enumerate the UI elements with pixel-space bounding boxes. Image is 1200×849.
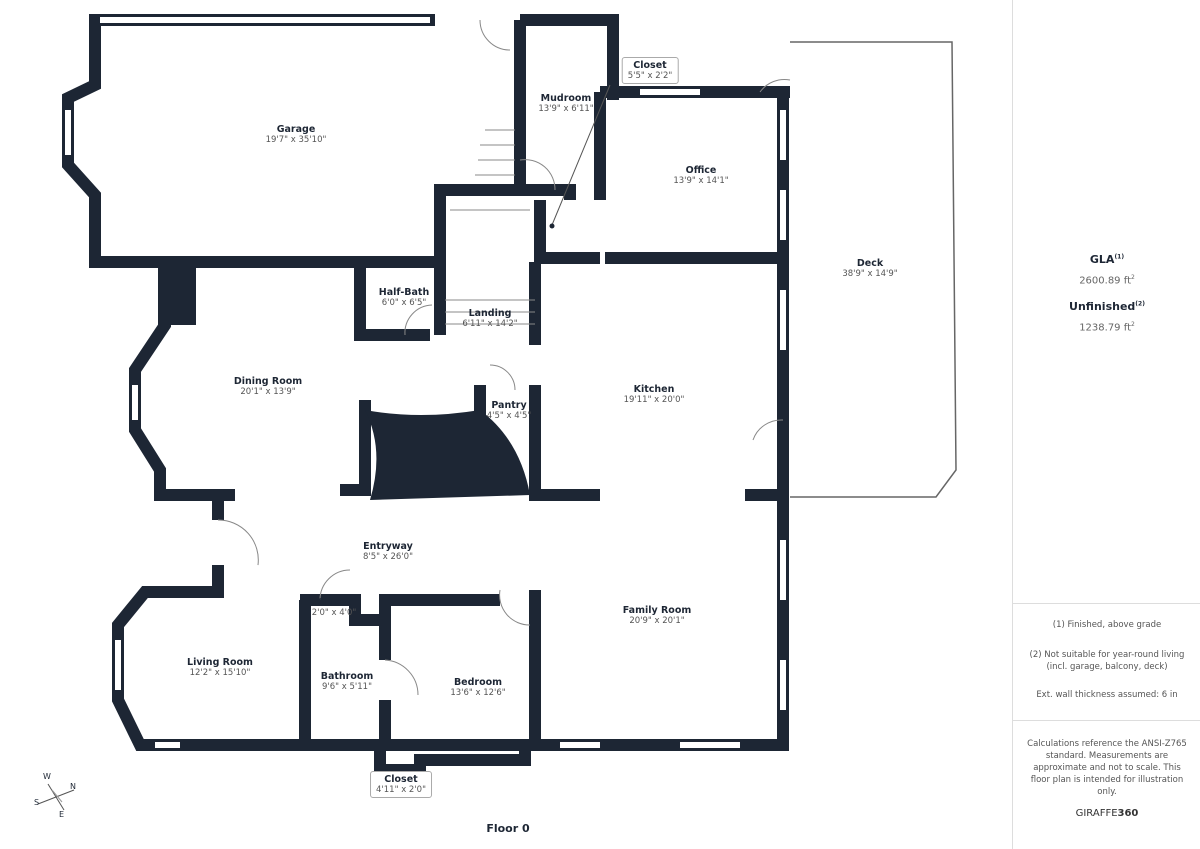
compass-icon: W N S E: [34, 772, 76, 819]
halfbath-wall: [354, 262, 430, 341]
doors: [217, 19, 791, 696]
stairs: [445, 129, 535, 325]
note-finished: (1) Finished, above grade: [1052, 620, 1162, 630]
garage-top-right-wall: [520, 14, 619, 100]
floor-title: Floor 0: [486, 822, 530, 835]
gla-heading: GLA(1): [1089, 253, 1125, 266]
curved-stair-wall: [365, 410, 530, 500]
unfinished-value: 1238.79 ft2: [1079, 321, 1135, 334]
floor-plan-drawing: [62, 14, 957, 776]
note-wall-thickness: Ext. wall thickness assumed: 6 in: [1036, 690, 1178, 700]
gla-value: 2600.89 ft2: [1079, 274, 1135, 287]
note-unfinished: (2) Not suitable for year-round living (…: [1029, 650, 1185, 672]
info-panel: GLA(1) 2600.89 ft2 Unfinished(2) 1238.79…: [1012, 0, 1200, 849]
bedroom-wall: [300, 594, 500, 626]
brand-logo: GIRAFFE360: [1075, 808, 1139, 819]
windows: [65, 17, 786, 773]
office-wall: [600, 86, 790, 500]
deck-outline: [790, 41, 957, 498]
pantry-wall: [529, 385, 600, 501]
disclaimer: Calculations reference the ANSI-Z765 sta…: [1027, 739, 1187, 797]
closet-leader: [551, 84, 611, 226]
unfinished-heading: Unfinished(2): [1069, 300, 1145, 314]
garage-wall: [62, 14, 440, 268]
